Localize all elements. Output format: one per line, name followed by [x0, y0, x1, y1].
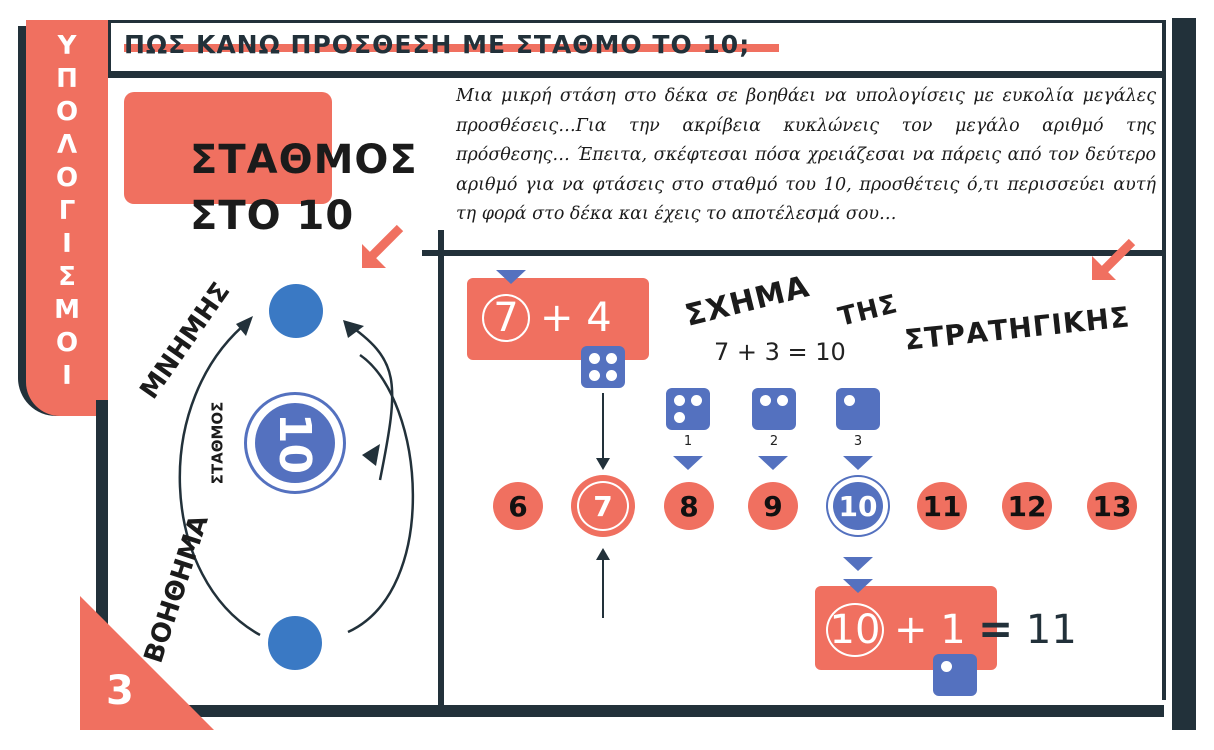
die-three-icon [666, 388, 710, 430]
station-ten-badge: 10 [255, 403, 335, 483]
title-highlight-bar [124, 44, 779, 52]
side-letter: Υ [57, 31, 77, 61]
step-label: 2 [769, 434, 779, 449]
divider [108, 72, 1166, 78]
station-title-line1: ΣΤΑΘΜΟΣ [190, 137, 418, 183]
side-letter: Μ [54, 295, 80, 325]
circled-number: 7 [482, 294, 530, 342]
number-ball-value: 10 [833, 482, 883, 530]
frame-bottom-border [104, 705, 1164, 717]
side-letter: Π [56, 64, 78, 94]
marker-triangle-icon [843, 456, 873, 470]
number-ball: 13 [1087, 482, 1137, 530]
side-tab-label: Υ Π Ο Λ Ο Γ Ι Σ Μ Ο Ι [26, 30, 108, 393]
start-expression: 7 + 4 [482, 294, 612, 342]
row-divider [422, 250, 1166, 256]
description-text: Μια μικρή στάση στο δέκα σε βοηθάει να υ… [456, 86, 1156, 224]
number-ball: 8 [664, 482, 714, 530]
equals-sign: = [978, 604, 1014, 653]
word-stratigikis: ΣΤΡΑΤΗΓΙΚΗΣ [902, 300, 1132, 357]
side-letter: Ο [55, 97, 79, 127]
step-label: 1 [683, 434, 693, 449]
die-two-icon [752, 388, 796, 430]
page-title: ΠΩΣ ΚΑΝΩ ΠΡΟΣΘΕΣΗ ΜΕ ΣΤΑΘΜΟ ΤΟ 10; [124, 30, 751, 59]
word-tis: ΤΗΣ [835, 289, 901, 333]
expression-rest: + 4 [540, 295, 612, 341]
number-ball: 12 [1002, 482, 1052, 530]
expression-rest: + 1 [894, 607, 966, 653]
memory-dot-bottom [268, 616, 322, 670]
marker-triangle-icon [843, 579, 873, 593]
frame-right-border [1162, 20, 1166, 700]
station-card-bg [124, 92, 332, 204]
station-ten-value: 10 [269, 412, 321, 474]
step-label: 3 [853, 434, 863, 449]
connector-line [602, 556, 604, 618]
side-letter: Γ [58, 196, 76, 226]
side-letter: Ο [55, 328, 79, 358]
side-letter: Ο [55, 163, 79, 193]
arrow-up-icon [596, 548, 610, 560]
number-ball: 6 [493, 482, 543, 530]
number-ball-station: 10 [826, 475, 890, 537]
marker-triangle-icon [758, 456, 788, 470]
station-title: ΣΤΑΘΜΟΣ ΣΤΟ 10 [190, 132, 418, 244]
frame-right-bar [1172, 18, 1196, 730]
side-letter: Σ [58, 262, 76, 292]
circled-number: 10 [826, 603, 884, 657]
result-value: 11 [1025, 607, 1077, 653]
side-tab [26, 20, 108, 416]
marker-triangle-icon [843, 557, 873, 571]
memory-dot-top [269, 284, 323, 338]
label-stathmos: ΣΤΑΘΜΟΣ [208, 401, 227, 485]
connector-line [602, 393, 604, 463]
side-letter: Ι [62, 361, 72, 391]
side-letter: Ι [62, 229, 72, 259]
side-letter: Λ [56, 130, 78, 160]
page-corner [80, 596, 214, 730]
number-ball: 11 [917, 482, 967, 530]
number-ball-value: 7 [577, 481, 629, 531]
die-four-icon [581, 346, 625, 388]
result-expression: 10 + 1 [826, 603, 966, 657]
page-number: 3 [106, 668, 134, 714]
arrow-down-left-icon [362, 224, 404, 268]
marker-triangle-icon [496, 270, 526, 284]
arrow-down-left-icon [1092, 238, 1136, 280]
number-ball-start: 7 [571, 475, 635, 537]
word-schima: ΣΧΗΜΑ [681, 269, 814, 334]
station-title-line2: ΣΤΟ 10 [190, 193, 355, 239]
memory-cycle-arrows [178, 316, 415, 637]
die-one-icon [836, 388, 880, 430]
arrow-down-icon [596, 458, 610, 470]
split-equation: 7 + 3 = 10 [714, 338, 846, 366]
die-one-icon [933, 654, 977, 696]
result-equals: = 11 [978, 604, 1077, 653]
column-divider [438, 230, 444, 708]
number-ball: 9 [748, 482, 798, 530]
marker-triangle-icon [673, 456, 703, 470]
